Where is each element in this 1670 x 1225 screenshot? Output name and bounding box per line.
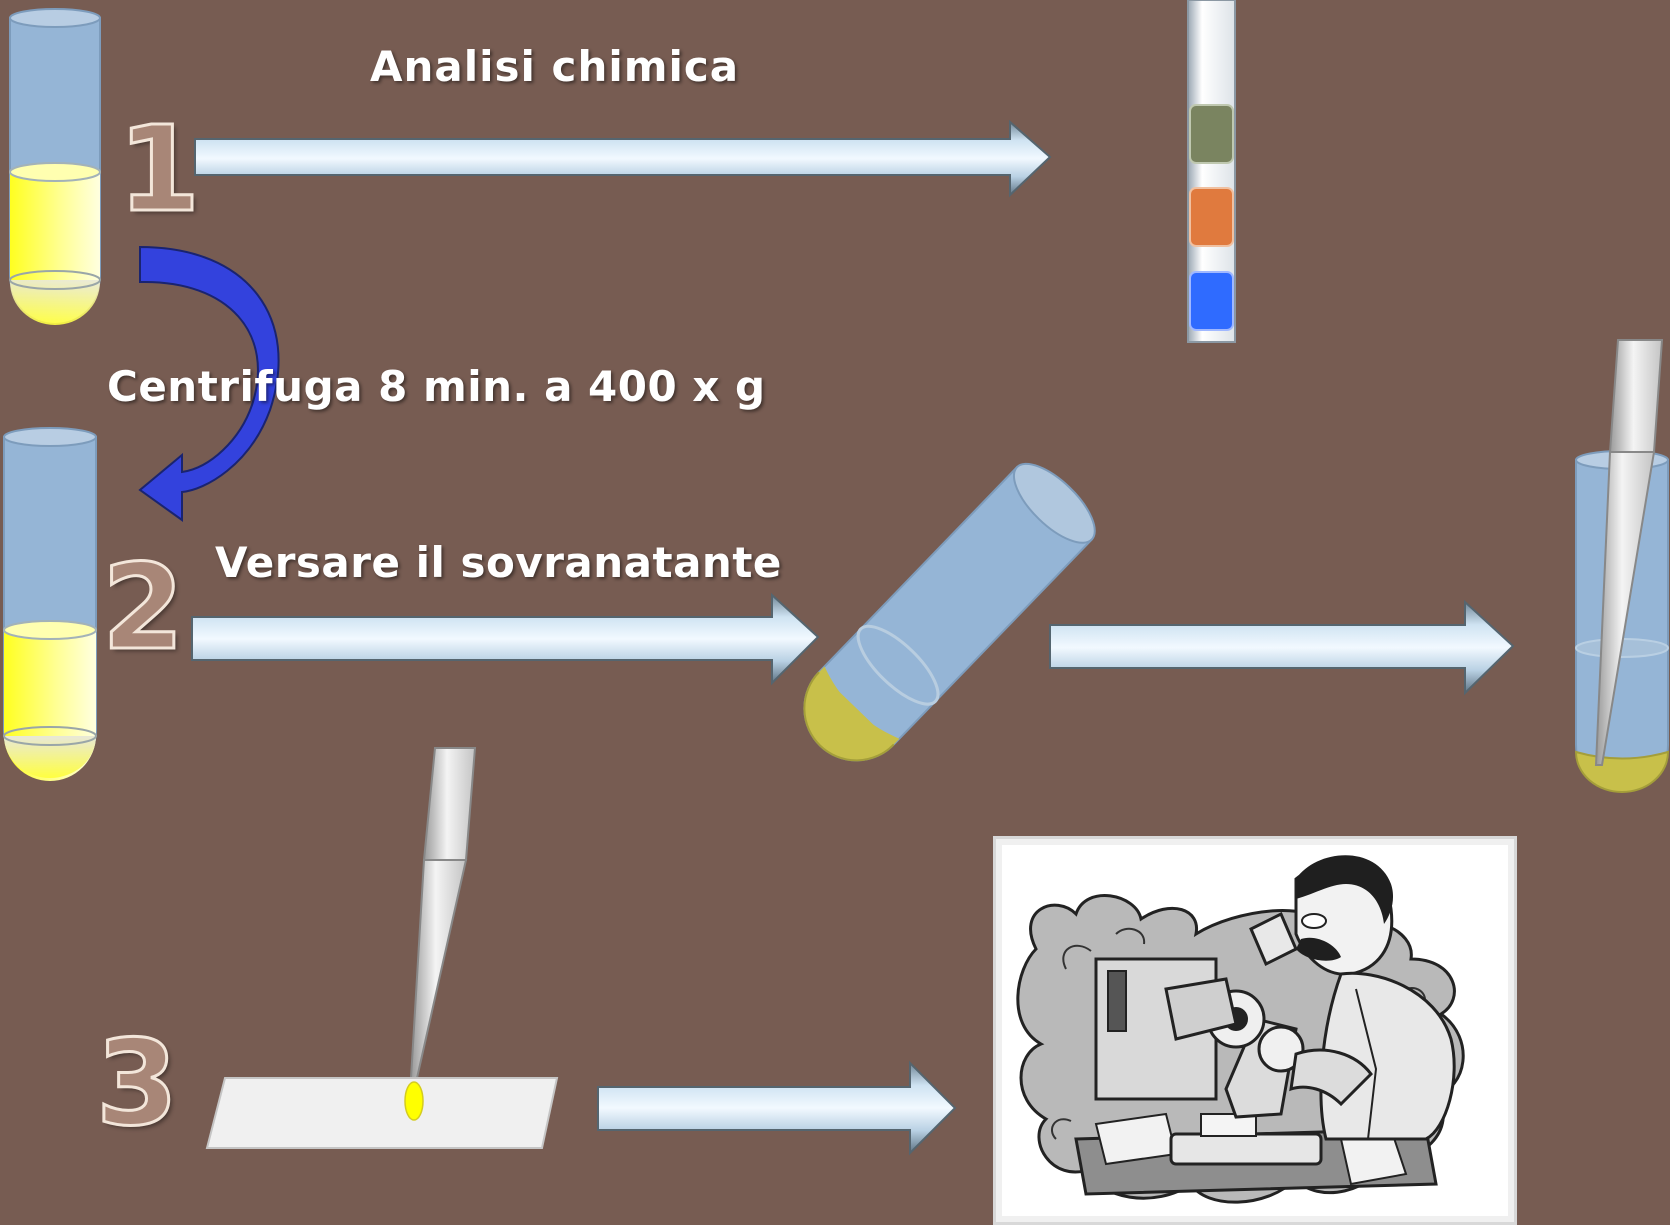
arrow-to-microscope: [597, 1060, 957, 1156]
test-tube-2: [3, 427, 97, 781]
reagent-dipstick: [1187, 0, 1236, 343]
step-number-1: 1: [116, 100, 201, 238]
dipstick-pad-3: [1189, 271, 1234, 331]
label-versare-sovranatante: Versare il sovranatante: [215, 538, 782, 587]
dipstick-pad-2: [1189, 187, 1234, 247]
tilted-tube: [803, 462, 1096, 762]
step-number-3: 3: [94, 1014, 179, 1152]
arrow-to-pipette-tube: [1049, 599, 1515, 696]
microscope-scientist-illustration: [993, 836, 1517, 1225]
step-number-2: 2: [100, 538, 185, 676]
test-tube-1: [9, 8, 101, 325]
tube-with-pipette: [1574, 339, 1670, 793]
microscope-slide: [205, 1077, 559, 1149]
label-centrifuga: Centrifuga 8 min. a 400 x g: [107, 362, 766, 411]
label-analisi-chimica: Analisi chimica: [370, 42, 740, 91]
scientist-cartoon: [1016, 855, 1465, 1204]
arrow-to-tilted-tube: [191, 592, 820, 686]
curved-centrifuge-arrow: [138, 245, 280, 522]
pipette: [409, 747, 477, 1079]
arrow-to-dipstick: [194, 119, 1052, 198]
sediment-drop: [404, 1081, 424, 1121]
dipstick-pad-1: [1189, 104, 1234, 164]
